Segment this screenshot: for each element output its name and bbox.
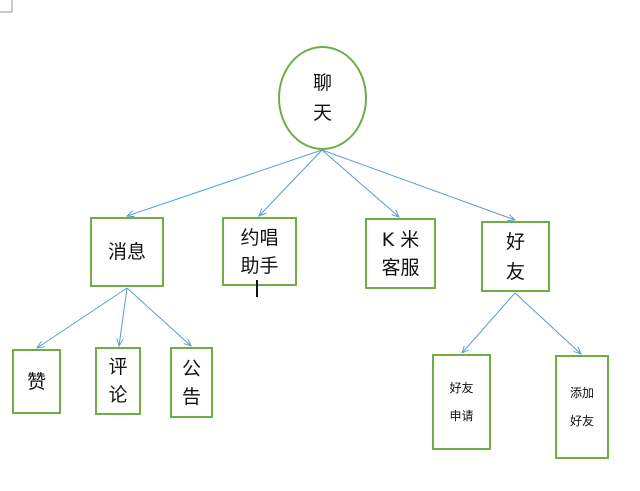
node-add-friend-label: 添加 好友 xyxy=(569,386,594,428)
node-friends[interactable]: 好 友 xyxy=(481,221,550,292)
node-sing-assistant-label: 约唱 助手 xyxy=(240,226,279,277)
connector-root-xiaoxi xyxy=(127,149,323,216)
node-announcements-label: 公 告 xyxy=(181,357,201,408)
text-insertion-cursor xyxy=(256,280,258,297)
connector-root-haoyou xyxy=(321,149,515,220)
connector-root-kmi xyxy=(321,149,399,217)
root-node-chat[interactable]: 聊 天 xyxy=(278,46,367,150)
node-likes[interactable]: 赞 xyxy=(12,349,61,414)
node-add-friend[interactable]: 添加 好友 xyxy=(555,355,609,459)
page-corner-mark xyxy=(0,0,13,13)
node-friend-requests-label: 好友 申请 xyxy=(449,381,474,423)
node-sing-assistant[interactable]: 约唱 助手 xyxy=(222,217,297,286)
node-friends-label: 好 友 xyxy=(505,230,525,283)
node-messages[interactable]: 消息 xyxy=(90,217,164,287)
node-messages-label: 消息 xyxy=(107,241,146,263)
connector-haoyou-shenqing xyxy=(462,292,516,353)
connector-haoyou-tianjia xyxy=(514,292,581,354)
root-node-label: 聊 天 xyxy=(312,72,332,124)
connector-xiaoxi-pinglun xyxy=(119,287,128,346)
node-comments-label: 评 论 xyxy=(108,356,128,406)
node-friend-requests[interactable]: 好友 申请 xyxy=(432,354,491,450)
connector-xiaoxi-gonggao xyxy=(126,287,191,346)
connector-xiaoxi-zan xyxy=(37,287,128,348)
node-kmi-support[interactable]: K 米 客服 xyxy=(365,218,436,289)
connector-root-yuechang xyxy=(259,149,323,216)
node-announcements[interactable]: 公 告 xyxy=(170,347,213,418)
node-likes-label: 赞 xyxy=(26,370,46,393)
node-kmi-support-label: K 米 客服 xyxy=(381,228,420,279)
node-comments[interactable]: 评 论 xyxy=(95,347,141,415)
